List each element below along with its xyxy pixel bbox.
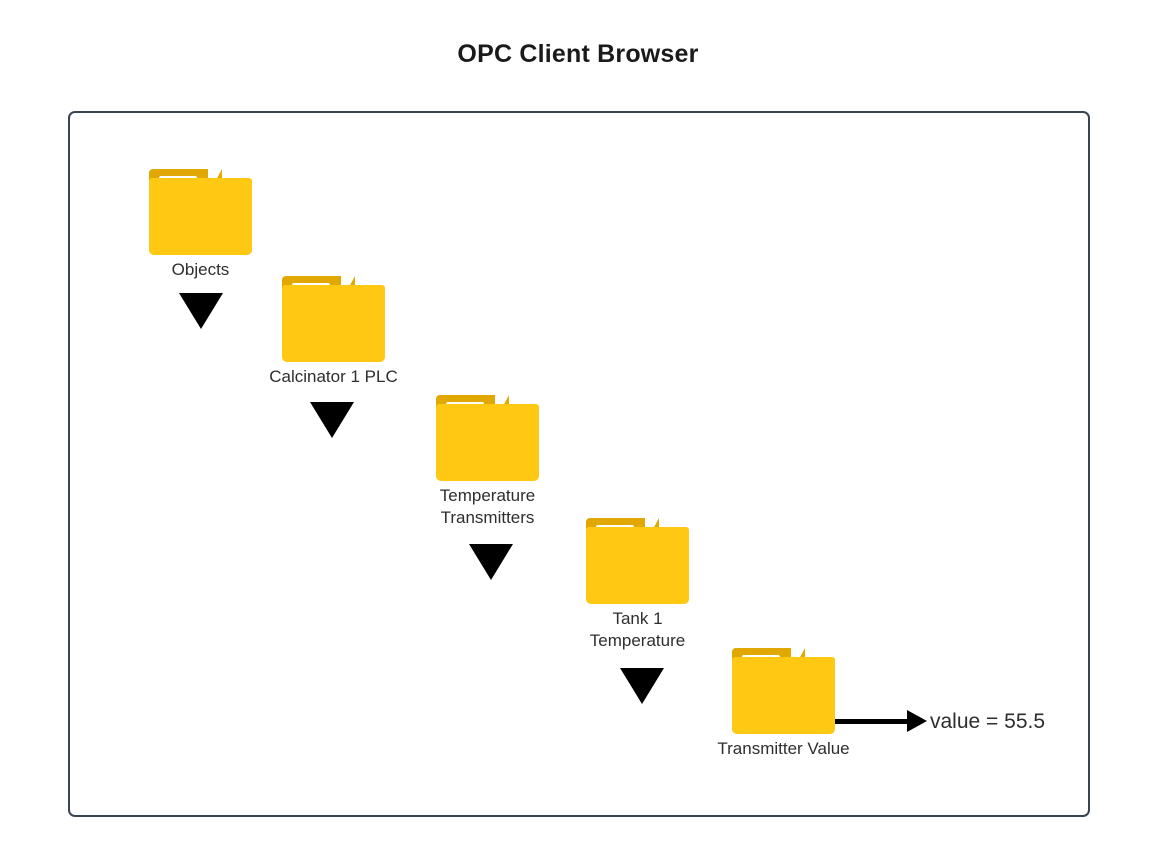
node-temperature-transmitters[interactable]: Temperature Transmitters [436,395,539,527]
node-label-calcinator-1-plc: Calcinator 1 PLC [269,367,398,386]
connector-value-to-readout-line [835,719,907,724]
node-label-tank-1-temperature: Tank 1 Temperature [590,608,685,652]
node-objects[interactable]: Objects [149,169,252,279]
node-label-objects: Objects [171,260,230,279]
folder-body [436,404,539,481]
node-label-line-2: Transmitters [440,508,535,527]
connector-objects-to-plc [179,293,223,329]
folder-body [732,657,835,734]
connector-plc-to-transmitters [310,402,354,438]
node-calcinator-1-plc[interactable]: Calcinator 1 PLC [269,276,398,386]
folder-body [149,178,252,255]
node-label-line-1: Temperature [439,486,536,505]
node-tank-1-temperature[interactable]: Tank 1 Temperature [586,518,689,650]
folder-icon [436,395,539,481]
node-label-line-2: Temperature [589,631,686,650]
page-title: OPC Client Browser [457,40,699,68]
node-label-temperature-transmitters: Temperature Transmitters [440,485,535,529]
folder-icon [149,169,252,255]
connector-transmitters-to-tank [469,544,513,580]
node-transmitter-value[interactable]: Transmitter Value [717,648,850,758]
folder-body [282,285,385,362]
diagram-canvas: Objects Calcinator 1 PLC Temperature Tra… [68,111,1090,817]
folder-body [586,527,689,604]
folder-icon [282,276,385,362]
folder-icon [732,648,835,734]
value-readout: value = 55.5 [930,710,1046,733]
connector-tank-to-value [620,668,664,704]
node-label-line-1: Tank 1 [612,609,663,628]
node-label-transmitter-value: Transmitter Value [717,739,850,758]
connector-value-to-readout-head [907,710,927,732]
folder-icon [586,518,689,604]
